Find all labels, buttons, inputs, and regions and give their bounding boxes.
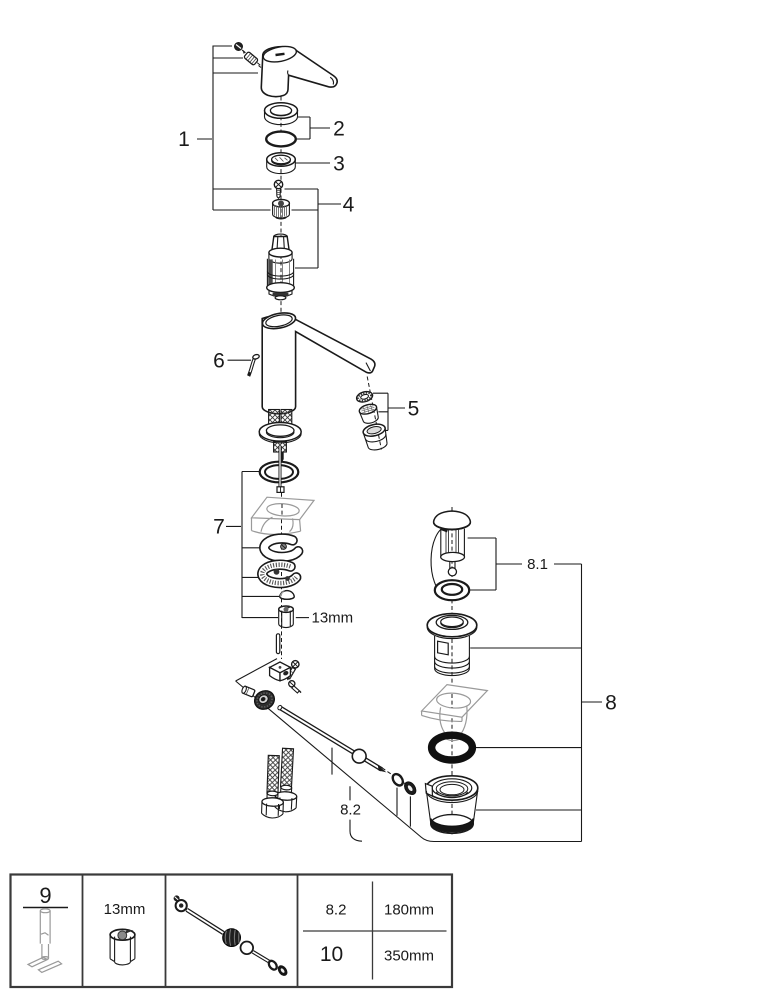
- rod-o-ring: [391, 772, 405, 787]
- rod-assembly-drawing: [173, 895, 288, 976]
- pull-rod-knob: [247, 353, 260, 377]
- faucet-body-group: [247, 312, 376, 462]
- aerator-shell: [362, 423, 388, 451]
- pop-up-plug: [432, 510, 472, 577]
- cartridge-group: [266, 179, 296, 301]
- cartridge: [266, 233, 296, 301]
- callout-3: 3: [333, 153, 345, 176]
- mounting-tool-drawing: [26, 908, 63, 974]
- joint-block: [268, 661, 292, 682]
- variant-2-length: 350mm: [384, 948, 434, 965]
- mousseur-insert: [358, 403, 379, 424]
- plug-seal-ring: [433, 579, 471, 602]
- pull-rod-lower: [276, 446, 285, 493]
- callout-5: 5: [408, 398, 420, 421]
- legend-table: 9 13mm: [9, 873, 454, 989]
- cartridge-screw: [273, 179, 284, 200]
- legend-cell-lengths: 8.2 180mm 10 350mm: [303, 881, 447, 980]
- legend-cell-rod: [173, 895, 288, 976]
- rod-grommet: [404, 781, 417, 796]
- pop-up-rod: [277, 704, 387, 773]
- mounting-clamp-upper: [259, 533, 304, 563]
- drain-lower-body: [424, 774, 479, 835]
- sink-phantom-left: [250, 496, 316, 536]
- callout-8-1: 8.1: [527, 556, 548, 573]
- base-ring: [258, 421, 302, 444]
- joint-screw-lower: [288, 680, 302, 694]
- tool-number: 9: [39, 883, 51, 908]
- nut-drawing: [109, 928, 136, 966]
- nut-size-label: 13mm: [104, 901, 146, 918]
- callout-8-2: 8.2: [340, 802, 361, 819]
- variant-1-length: 180mm: [384, 902, 434, 919]
- hex-nut-13mm: [278, 605, 295, 629]
- legend-cell-tool: 9: [23, 883, 68, 974]
- cap-ring: [263, 101, 299, 126]
- variant-1-no: 8.2: [326, 902, 347, 919]
- mounting-group: [250, 446, 316, 629]
- trim-rings-group: [263, 101, 299, 175]
- callout-2: 2: [333, 118, 345, 141]
- callout-6: 6: [213, 350, 225, 373]
- wrench-size-label: 13mm: [312, 609, 354, 626]
- ring-nut: [265, 151, 297, 175]
- rubber-gasket: [427, 731, 477, 764]
- rod-assembly-group: [241, 633, 417, 819]
- drain-group: [420, 510, 489, 835]
- callout-labels: 1 2 3 4 5 6 7 8 8.1 8.2 13mm: [178, 118, 617, 819]
- handle-group: [234, 42, 338, 98]
- callout-8: 8: [605, 692, 617, 715]
- adapter-nut: [271, 198, 291, 220]
- supply-hoses: [261, 747, 298, 819]
- aerator-group: [355, 390, 388, 451]
- connector-pin: [275, 633, 281, 655]
- callout-7: 7: [213, 516, 225, 539]
- callout-lines: [197, 45, 602, 843]
- variant-2-no: 10: [320, 943, 343, 966]
- callout-1: 1: [178, 128, 190, 151]
- handle-lever: [260, 45, 338, 98]
- legend-cell-nut: 13mm: [104, 901, 146, 966]
- handle-screw: [234, 42, 246, 54]
- callout-4: 4: [343, 194, 355, 217]
- dome-washer: [279, 589, 295, 600]
- sleeve-piece: [241, 685, 256, 698]
- o-ring: [265, 130, 298, 148]
- drain-flange: [426, 612, 478, 677]
- aerator-seal: [355, 390, 374, 403]
- mounting-clamp-lower: [257, 559, 302, 589]
- rubber-grommet: [253, 690, 276, 710]
- handle-pin: [243, 51, 259, 66]
